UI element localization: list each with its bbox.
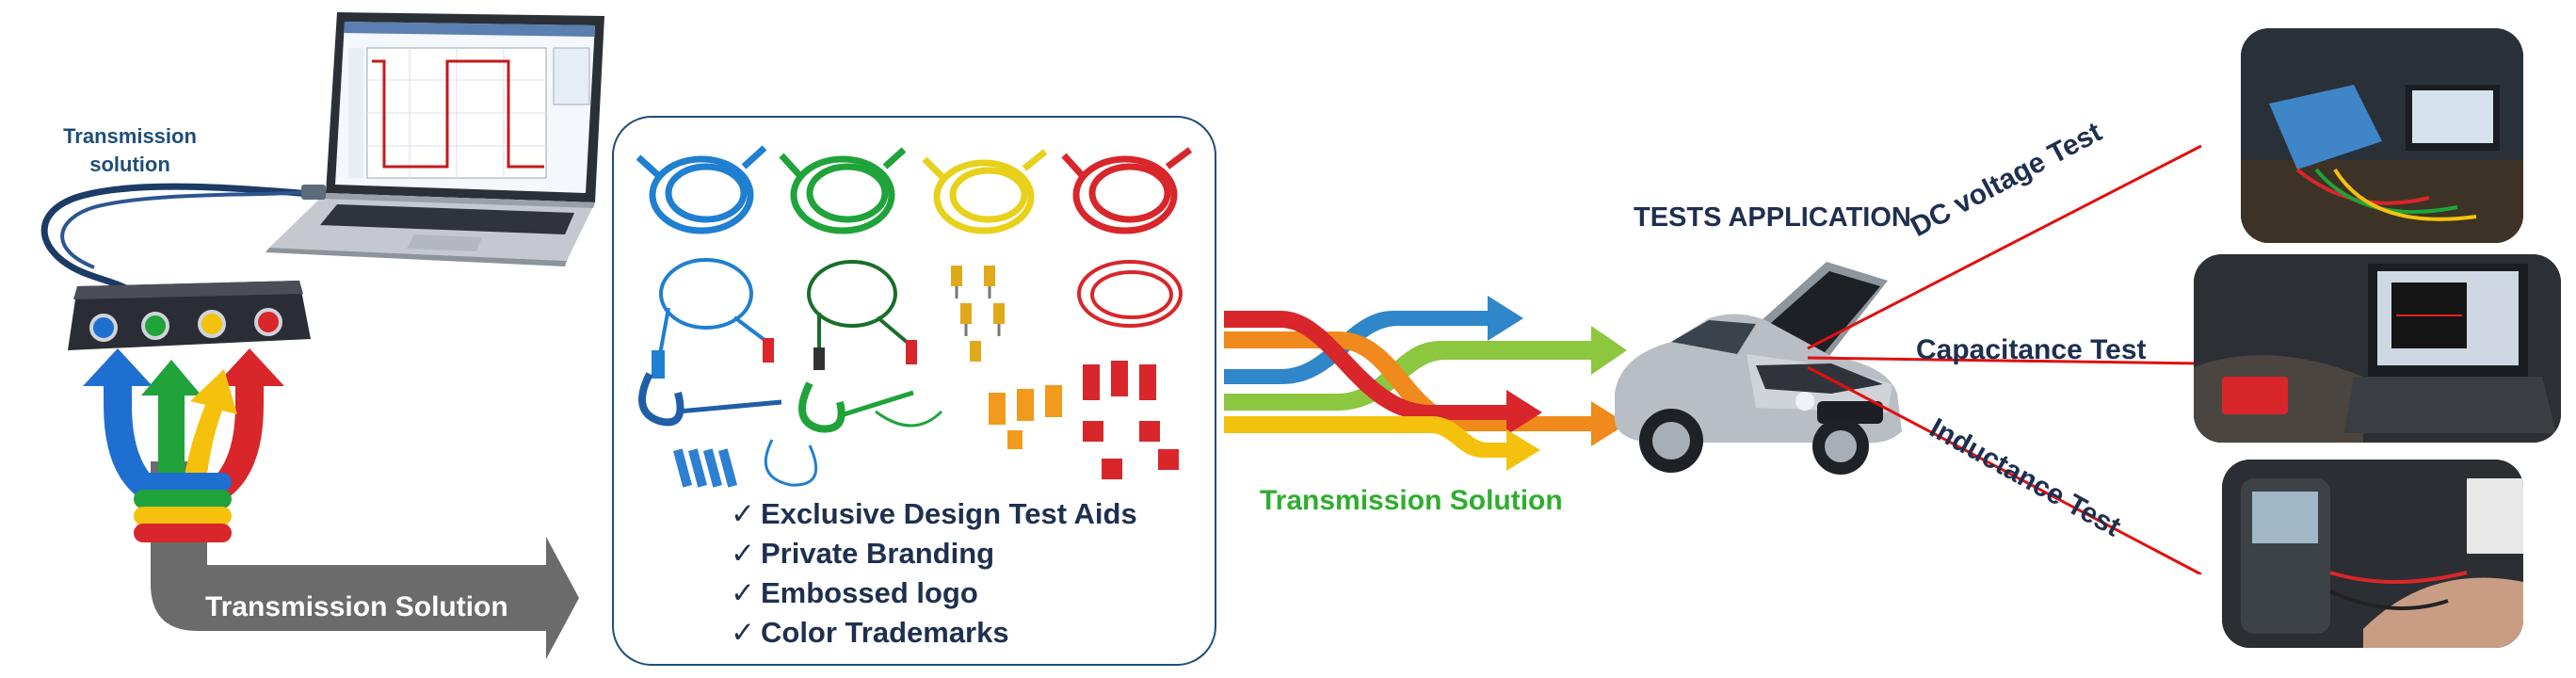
test-photo-dc-voltage [2241,28,2523,243]
check-icon: ✓ [731,576,755,609]
channel-arrows-graphic [83,348,579,659]
caption-line-2: solution [89,153,170,176]
left-section: Transmission solution Transmi [0,0,604,678]
middle-transmission-label: Transmission Solution [1260,485,1563,516]
feature-item: ✓Color Trademarks [731,613,1137,653]
feature-item: ✓Exclusive Design Test Aids [731,494,1137,534]
test-leads-image [636,145,1193,488]
oscilloscope-device [68,281,311,350]
test-connection-lines [1807,144,2202,574]
test-label-capacitance: Capacitance Test [1916,334,2147,365]
transmission-caption: Transmission solution [45,122,215,179]
features-list: ✓Exclusive Design Test Aids ✓Private Bra… [731,494,1137,653]
laptop-image [266,12,604,266]
usb-cable [40,183,326,295]
tests-title: TESTS APPLICATION [1634,202,1911,233]
feature-item: ✓Embossed logo [731,573,1137,613]
flow-arrows [1224,296,1627,471]
features-box: ✓Exclusive Design Test Aids ✓Private Bra… [612,116,1216,666]
feature-label: Exclusive Design Test Aids [761,497,1137,530]
feature-label: Private Branding [761,537,995,570]
test-photo-capacitance [2194,254,2561,443]
caption-line-1: Transmission [63,124,197,148]
check-icon: ✓ [731,537,755,570]
test-photo-inductance [2222,460,2523,648]
left-arrow-label: Transmission Solution [205,591,508,622]
check-icon: ✓ [731,497,755,530]
car-image [1615,262,1902,475]
feature-label: Color Trademarks [761,616,1009,649]
check-icon: ✓ [731,616,755,649]
feature-label: Embossed logo [761,576,978,609]
feature-item: ✓Private Branding [731,534,1137,573]
